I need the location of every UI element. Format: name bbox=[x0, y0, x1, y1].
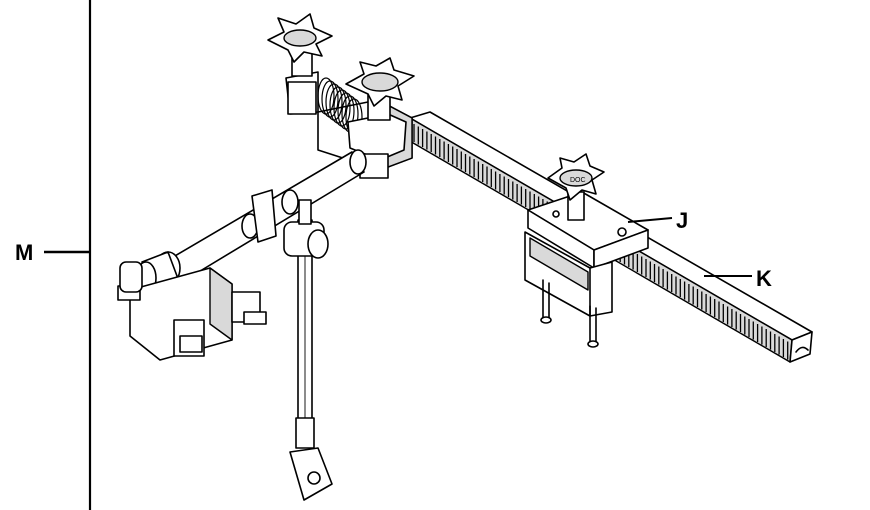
vertical-post bbox=[283, 199, 333, 501]
clamp-star-knob[interactable]: DOC bbox=[547, 153, 605, 221]
label-k: K bbox=[756, 266, 772, 291]
rail-teeth bbox=[413, 124, 789, 360]
joint-star-knob[interactable] bbox=[345, 57, 415, 121]
support-arm bbox=[135, 149, 367, 297]
clamp-knob-marking: DOC bbox=[570, 177, 586, 184]
label-m: M bbox=[15, 240, 33, 265]
upper-star-knob[interactable] bbox=[267, 13, 333, 77]
rail-clamp-block bbox=[524, 191, 649, 348]
spring-coil bbox=[317, 77, 363, 136]
label-j: J bbox=[676, 208, 688, 233]
table-clamp bbox=[117, 261, 267, 361]
leader-line-j bbox=[627, 217, 673, 223]
